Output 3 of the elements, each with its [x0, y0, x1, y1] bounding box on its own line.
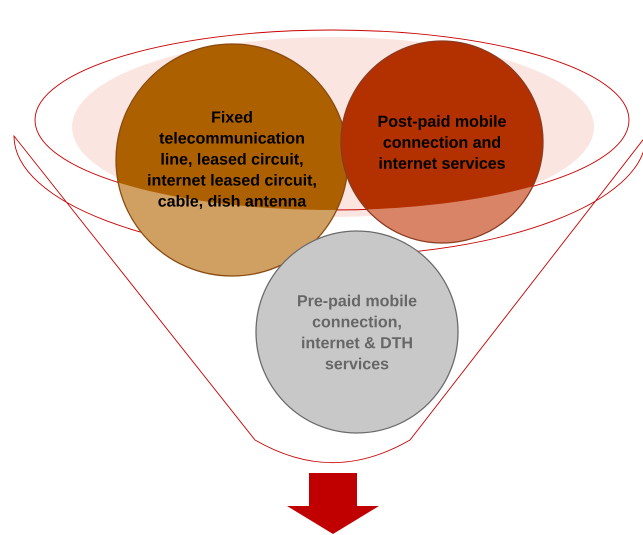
circle-node: Pre-paid mobile connection, internet & DTH services	[255, 230, 459, 434]
circle-node: Fixed telecommunication line, leased circuit, internet leased circuit, cable, dish antenna	[115, 43, 349, 277]
circle-node: Post-paid mobile connection and internet services	[340, 40, 544, 244]
